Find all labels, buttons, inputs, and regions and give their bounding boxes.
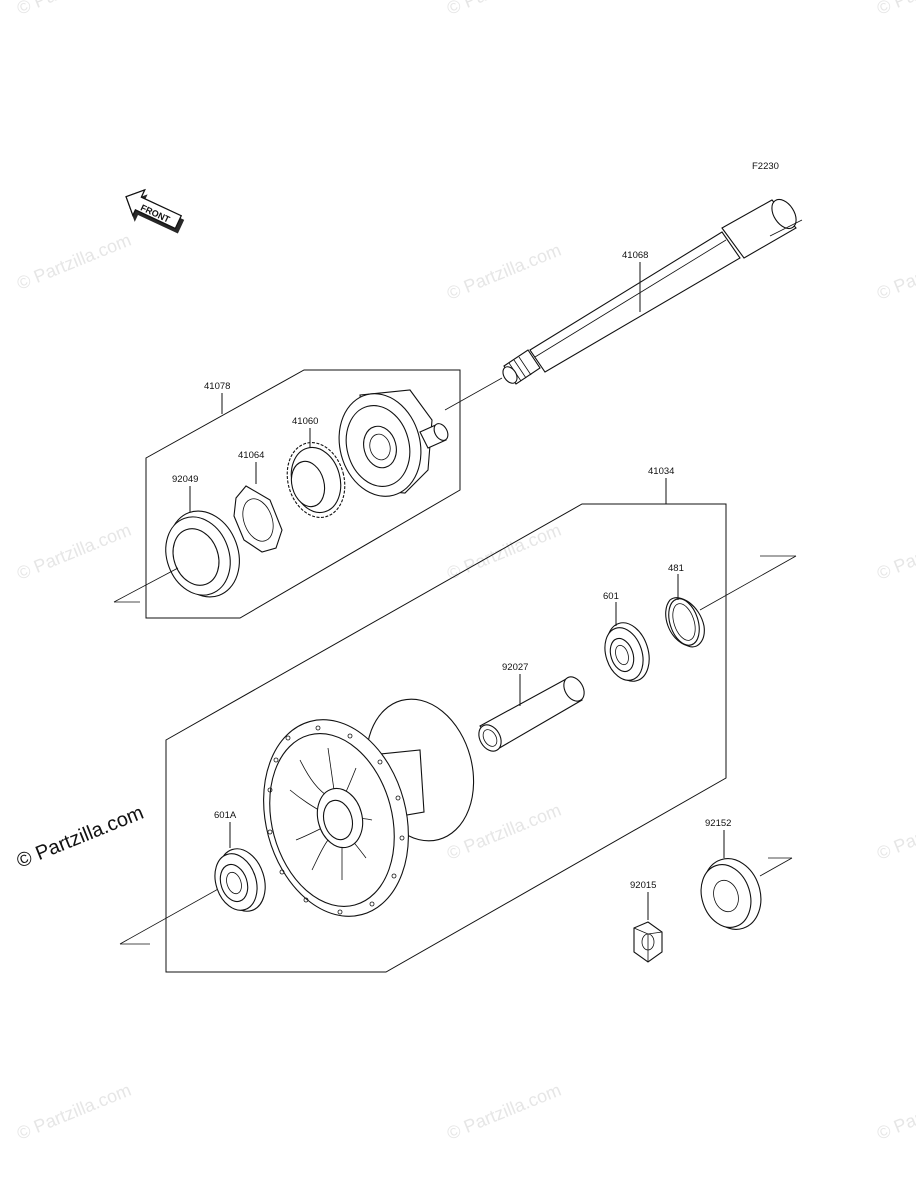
bearing-left — [214, 848, 266, 912]
nut — [633, 921, 663, 963]
watermark: © Partzilla.com — [14, 520, 134, 584]
watermark: © Partzilla.com — [874, 0, 916, 19]
bearing-right — [604, 622, 650, 682]
watermark-dark: © Partzilla.com — [14, 802, 147, 873]
seal — [165, 510, 240, 598]
wheel-hub — [263, 698, 475, 917]
collar — [478, 676, 585, 752]
spacer — [700, 858, 762, 930]
watermark: © Partzilla.com — [444, 240, 564, 304]
watermark: © Partzilla.com — [444, 1080, 564, 1144]
watermark: © Partzilla.com — [874, 240, 916, 304]
label-92152: 92152 — [705, 818, 731, 829]
label-92015: 92015 — [630, 880, 656, 891]
watermark: © Partzilla.com — [14, 0, 134, 19]
watermark: © Partzilla.com — [444, 520, 564, 584]
label-92027: 92027 — [502, 662, 528, 673]
watermark: © Partzilla.com — [874, 1080, 916, 1144]
watermark: © Partzilla.com — [874, 800, 916, 864]
gear-housing — [338, 389, 449, 497]
label-601: 601 — [603, 591, 619, 602]
circlip — [665, 597, 705, 648]
label-41060: 41060 — [292, 416, 318, 427]
watermark: © Partzilla.com — [14, 1080, 134, 1144]
label-601A: 601A — [214, 810, 237, 821]
label-41078: 41078 — [204, 381, 230, 392]
label-92049: 92049 — [172, 474, 198, 485]
assy-box-41034 — [165, 503, 727, 973]
label-41034: 41034 — [648, 466, 674, 477]
watermarks: © Partzilla.com © Partzilla.com © Partzi… — [14, 0, 916, 1144]
axle — [444, 198, 803, 411]
label-41064: 41064 — [238, 450, 264, 461]
watermark: © Partzilla.com — [14, 230, 134, 294]
watermark: © Partzilla.com — [444, 0, 564, 19]
front-arrow-icon: FRONT — [125, 188, 185, 234]
diagram-code: F2230 — [752, 161, 779, 172]
retainer — [233, 485, 283, 553]
label-41068: 41068 — [622, 250, 648, 261]
assy-box-41078 — [145, 369, 461, 619]
label-481: 481 — [668, 563, 684, 574]
watermark: © Partzilla.com — [874, 520, 916, 584]
gear — [286, 442, 346, 518]
axis-line-top — [113, 567, 179, 603]
